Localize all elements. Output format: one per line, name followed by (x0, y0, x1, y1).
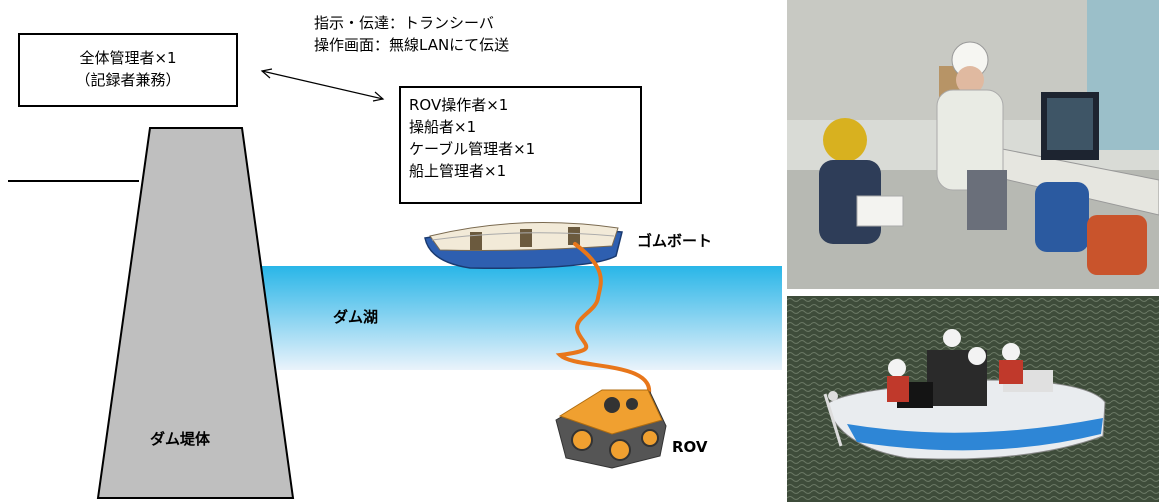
supervisor-box: 全体管理者×1 （記録者兼務） (18, 33, 238, 107)
control-room-photo (787, 0, 1159, 289)
crew-box: ROV操作者×1 操船者×1 ケーブル管理者×1 船上管理者×1 (399, 86, 642, 204)
rubber-boat-on-lake-photo (787, 296, 1159, 502)
dam-lake-water (262, 266, 782, 370)
crew-line: 船上管理者×1 (409, 162, 507, 180)
communication-note: 指示・伝達：トランシーバ 操作画面：無線LANにて伝送 (314, 12, 509, 56)
dam-body-shape (96, 127, 295, 499)
lake-label: ダム湖 (333, 308, 379, 326)
supervisor-line-2: （記録者兼務） (75, 71, 181, 89)
crew-line: ROV操作者×1 (409, 96, 509, 114)
tether-cable (555, 242, 652, 400)
communication-line-1: 指示・伝達：トランシーバ (314, 14, 494, 32)
rubber-boat-icon (424, 222, 623, 269)
supervisor-line-1: 全体管理者×1 (79, 49, 177, 67)
communication-arrow (260, 68, 385, 102)
dam-label: ダム堤体 (150, 430, 211, 448)
boat-label: ゴムボート (637, 232, 713, 250)
rov-label: ROV (672, 438, 708, 456)
rov-vehicle-icon (555, 389, 667, 469)
communication-line-2: 操作画面：無線LANにて伝送 (314, 36, 510, 54)
crew-line: ケーブル管理者×1 (409, 140, 536, 158)
crew-line: 操船者×1 (409, 118, 477, 136)
